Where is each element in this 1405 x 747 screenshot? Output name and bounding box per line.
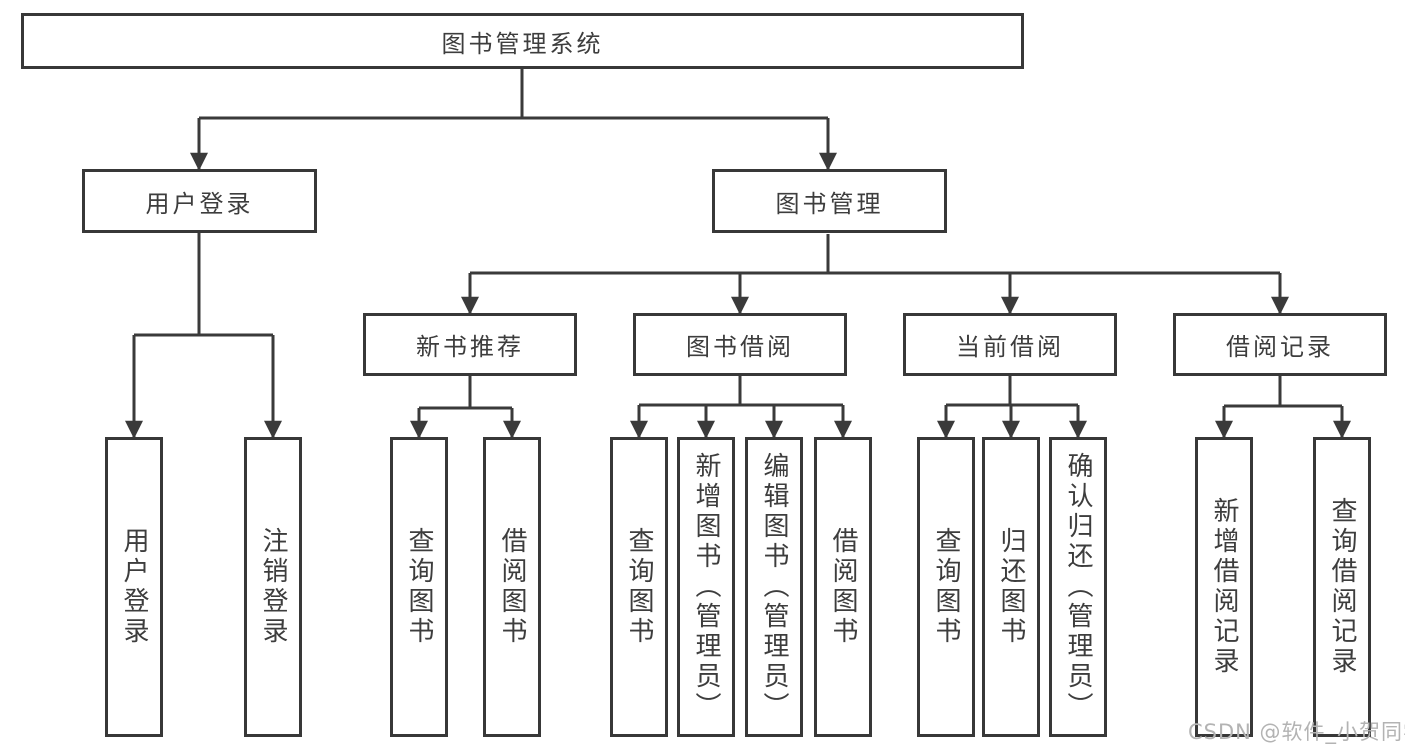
leaf-query-books-current: 查询图书 <box>917 437 975 737</box>
node-new-book-recommend: 新书推荐 <box>363 313 577 376</box>
leaf-query-borrow-record: 查询借阅记录 <box>1313 437 1371 737</box>
leaf-add-books-admin: 新增图书（管理员） <box>677 437 735 737</box>
node-borrowing-records: 借阅记录 <box>1173 313 1387 376</box>
leaf-query-books-borrow: 查询图书 <box>610 437 668 737</box>
node-current-borrowing: 当前借阅 <box>903 313 1117 376</box>
leaf-return-books: 归还图书 <box>982 437 1040 737</box>
leaf-add-borrow-record: 新增借阅记录 <box>1195 437 1253 737</box>
watermark: CSDN @软件_小贺同学 <box>1188 720 1405 744</box>
leaf-borrow-books-recommend: 借阅图书 <box>483 437 541 737</box>
leaf-borrow-books: 借阅图书 <box>814 437 872 737</box>
leaf-query-books-recommend: 查询图书 <box>390 437 448 737</box>
node-library-system: 图书管理系统 <box>21 13 1024 69</box>
leaf-logout: 注销登录 <box>244 437 302 737</box>
node-user-login: 用户登录 <box>82 169 317 233</box>
node-book-borrowing: 图书借阅 <box>633 313 847 376</box>
leaf-confirm-return-admin: 确认归还（管理员） <box>1049 437 1107 737</box>
leaf-user-login: 用户登录 <box>105 437 163 737</box>
leaf-edit-books-admin: 编辑图书（管理员） <box>745 437 803 737</box>
node-book-management: 图书管理 <box>712 169 947 233</box>
